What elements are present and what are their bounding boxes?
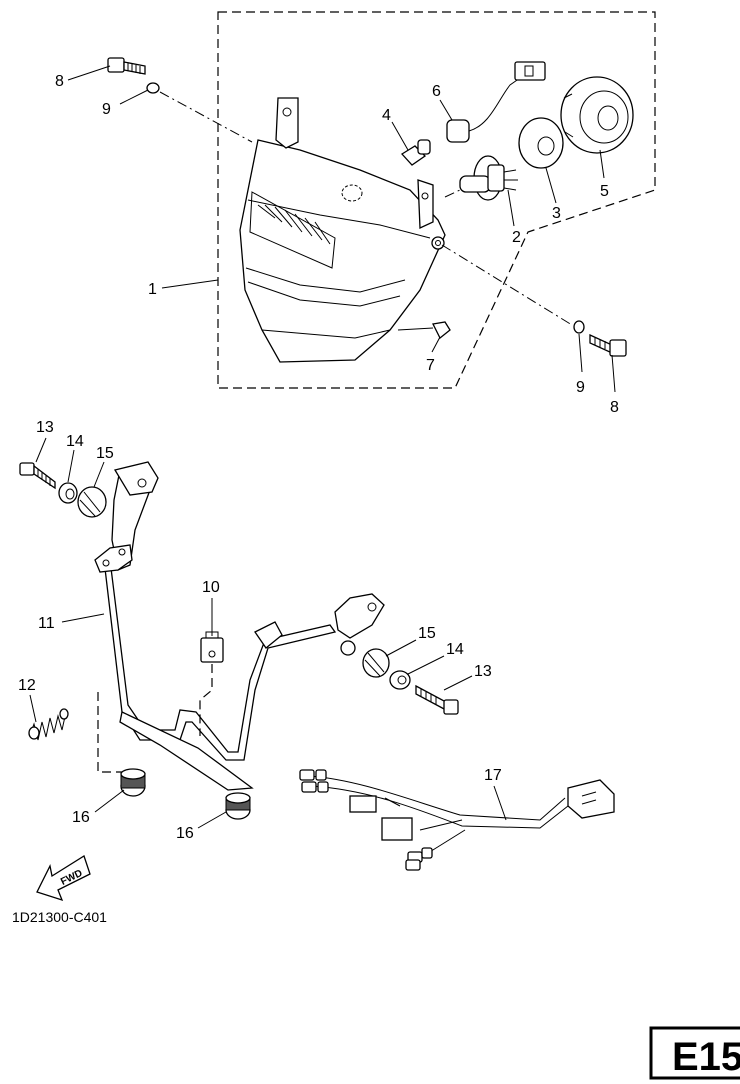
callout-12: 12 — [18, 677, 36, 694]
forward-arrow-icon: FWD — [36, 855, 91, 902]
bolt-part-13-left — [19, 462, 56, 490]
bulb-cover-part-5 — [560, 76, 634, 154]
callout-16-right: 16 — [176, 825, 194, 842]
callout-10: 10 — [202, 579, 220, 596]
callout-11: 11 — [38, 615, 55, 632]
nut-part-10 — [200, 631, 224, 663]
collar-part-14-right — [389, 670, 411, 690]
clip-part-7 — [397, 321, 451, 340]
callout-5: 5 — [600, 183, 609, 200]
callout-14-right: 14 — [446, 641, 464, 658]
headlight-unit — [239, 97, 446, 363]
callout-4: 4 — [382, 107, 391, 124]
callout-8-right: 8 — [610, 399, 619, 416]
damper-part-15-right — [362, 648, 390, 678]
grommet-part-16-left — [120, 768, 146, 797]
callout-14-left: 14 — [66, 433, 84, 450]
grommet-part-16-right — [225, 792, 251, 820]
damper-part-15-left — [77, 486, 107, 518]
collar-part-14-left — [58, 482, 78, 504]
seal-part-3 — [518, 117, 564, 169]
washer-part-9-right — [573, 320, 585, 334]
bolt-part-8-right — [589, 333, 627, 357]
callout-8-left: 8 — [55, 73, 64, 90]
headlight-assembly-boundary — [217, 11, 656, 389]
callout-17: 17 — [484, 767, 502, 784]
callout-9-left: 9 — [102, 101, 111, 118]
spring-part-12 — [28, 708, 69, 741]
callout-7: 7 — [426, 357, 435, 374]
small-bulb-part-4 — [400, 139, 431, 166]
headlight-bracket — [94, 461, 385, 791]
bulb-part-2 — [444, 155, 518, 201]
socket-part-6 — [446, 61, 546, 143]
callout-15-left: 15 — [96, 445, 114, 462]
callout-9-right: 9 — [576, 379, 585, 396]
callout-13-left: 13 — [36, 419, 54, 436]
callout-3: 3 — [552, 205, 561, 222]
page-badge: E15 — [649, 1026, 740, 1080]
callout-6: 6 — [432, 83, 441, 100]
callout-13-right: 13 — [474, 663, 492, 680]
diagram-code: 1D21300-C401 — [12, 909, 107, 925]
bolt-part-13-right — [415, 684, 459, 715]
callout-15-right: 15 — [418, 625, 436, 642]
page-badge-text: E15 — [672, 1035, 740, 1079]
callout-1: 1 — [148, 281, 157, 298]
washer-part-9-left — [146, 82, 160, 94]
callout-2: 2 — [512, 229, 521, 246]
callout-16-left: 16 — [72, 809, 90, 826]
bolt-part-8-left — [107, 57, 146, 75]
wire-harness-part-17 — [299, 769, 615, 871]
